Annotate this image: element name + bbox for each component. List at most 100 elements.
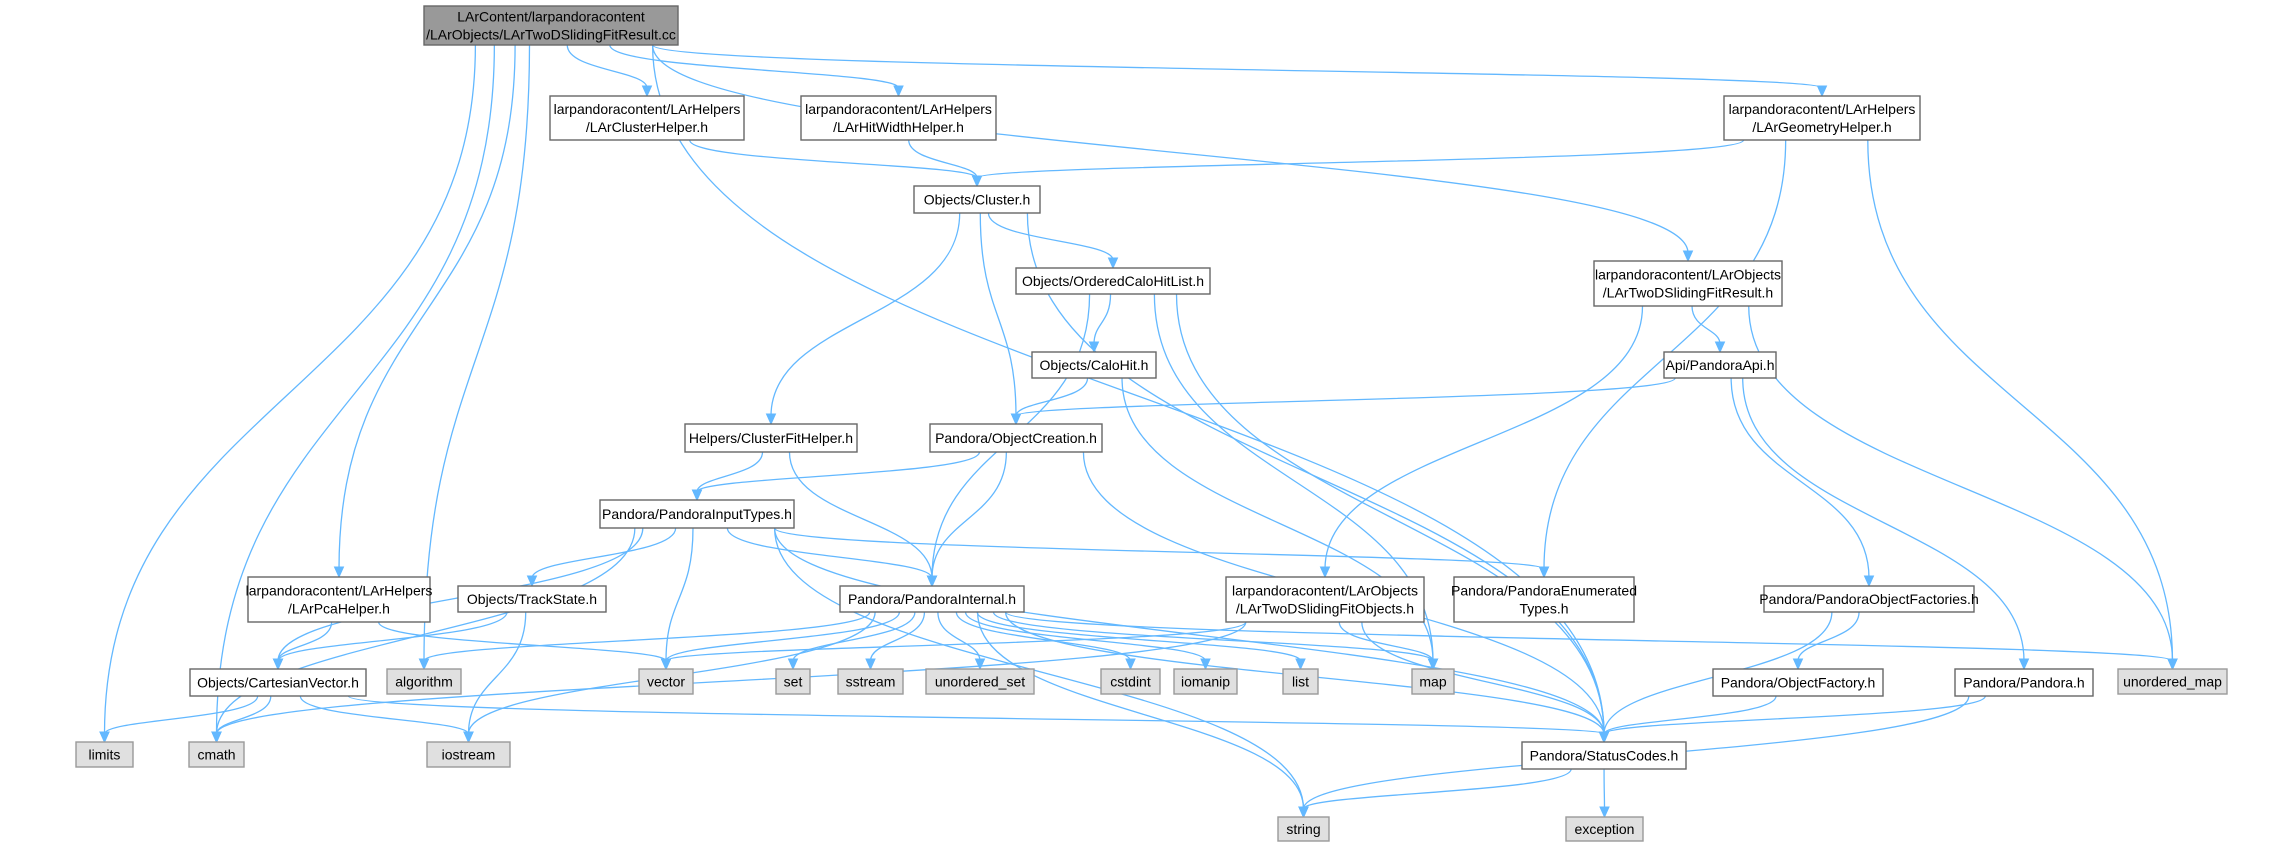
edge-pandoraInternal-to-sstream — [869, 611, 926, 662]
node-label: /LArTwoDSlidingFitResult.h — [1603, 285, 1773, 301]
node-hitWidthHelper[interactable]: larpandoracontent/LArHelpers/LArHitWidth… — [800, 95, 997, 141]
node-cmath[interactable]: cmath — [188, 741, 245, 768]
node-geometryHelper[interactable]: larpandoracontent/LArHelpers/LArGeometry… — [1723, 95, 1921, 141]
node-cartesianVector[interactable]: Objects/CartesianVector.h — [189, 668, 367, 697]
node-root[interactable]: LArContent/larpandoracontent/LArObjects/… — [423, 5, 679, 46]
node-pandoraApi[interactable]: Api/PandoraApi.h — [1663, 351, 1777, 379]
node-box — [2117, 668, 2228, 695]
node-clusterHelper[interactable]: larpandoracontent/LArHelpers/LArClusterH… — [549, 95, 745, 141]
node-box — [189, 668, 367, 697]
edge-pandoraInternal-to-algorithm — [423, 611, 871, 662]
edge-pandoraInternal-to-vector — [665, 611, 901, 662]
edge-root-to-slidingFitResult — [651, 44, 1689, 254]
node-iostream[interactable]: iostream — [426, 741, 511, 768]
node-orderedCaloHitList[interactable]: Objects/OrderedCaloHitList.h — [1015, 267, 1211, 295]
node-pandoraInternal[interactable]: Pandora/PandoraInternal.h — [839, 585, 1025, 613]
edge-arrowhead — [865, 658, 876, 671]
node-string[interactable]: string — [1277, 816, 1330, 842]
node-box — [775, 668, 811, 695]
edge-arrowhead — [1200, 658, 1211, 671]
edge-arrowhead — [787, 658, 799, 671]
node-caloHit[interactable]: Objects/CaloHit.h — [1031, 351, 1157, 379]
edges-layer — [99, 44, 2178, 819]
node-vector[interactable]: vector — [638, 668, 694, 695]
edge-arrowhead — [974, 658, 986, 671]
edge-pandoraApi-to-objectCreation — [1015, 377, 1676, 417]
node-label: larpandoracontent/LArHelpers — [246, 583, 433, 599]
node-sstream[interactable]: sstream — [837, 668, 904, 695]
node-label: Types.h — [1519, 601, 1568, 617]
node-box — [913, 185, 1041, 214]
node-cstdint[interactable]: cstdint — [1100, 668, 1161, 695]
node-label: Pandora/Pandora.h — [1963, 675, 2084, 691]
node-pcaHelper[interactable]: larpandoracontent/LArHelpers/LArPcaHelpe… — [246, 576, 433, 623]
node-box — [1173, 668, 1238, 695]
node-label: cmath — [197, 747, 235, 763]
edge-clusterFitHelper-to-pandoraInternal — [788, 451, 933, 579]
node-statusCodes[interactable]: Pandora/StatusCodes.h — [1521, 741, 1687, 770]
edge-slidingFitObjects-to-cmath — [215, 621, 1247, 735]
edge-caloHit-to-objectCreation — [1015, 377, 1089, 417]
node-box — [1031, 351, 1157, 379]
node-clusterFitHelper[interactable]: Helpers/ClusterFitHelper.h — [684, 423, 858, 453]
node-iomanip[interactable]: iomanip — [1173, 668, 1238, 695]
node-label: larpandoracontent/LArHelpers — [805, 101, 992, 117]
node-map[interactable]: map — [1411, 668, 1455, 695]
node-list[interactable]: list — [1282, 668, 1319, 695]
edge-arrowhead — [1599, 806, 1610, 819]
edge-arrowhead — [1538, 566, 1550, 579]
edge-trackState-to-iostream — [467, 611, 527, 735]
node-box — [1015, 267, 1211, 295]
node-box — [839, 585, 1025, 613]
node-label: Objects/OrderedCaloHitList.h — [1022, 273, 1204, 289]
node-box — [1593, 260, 1783, 307]
node-box — [1453, 576, 1635, 623]
edge-cartesianVector-to-iostream — [299, 695, 470, 735]
node-objectCreation[interactable]: Pandora/ObjectCreation.h — [929, 423, 1103, 453]
node-label: Api/PandoraApi.h — [1666, 357, 1775, 373]
edge-trackState-to-cartesianVector — [277, 611, 508, 662]
node-trackState[interactable]: Objects/TrackState.h — [457, 585, 607, 613]
edge-objectCreation-to-pandoraInternal — [931, 451, 1008, 579]
node-algorithm[interactable]: algorithm — [386, 668, 462, 695]
node-set[interactable]: set — [775, 668, 811, 695]
node-label: LArContent/larpandoracontent — [457, 9, 645, 25]
node-box — [638, 668, 694, 695]
node-label: Pandora/PandoraEnumerated — [1451, 583, 1637, 599]
edge-arrowhead — [2018, 658, 2030, 671]
edge-cluster-to-orderedCaloHitList — [987, 212, 1114, 261]
edge-inputTypes-to-cmath — [215, 527, 636, 735]
node-cluster[interactable]: Objects/Cluster.h — [913, 185, 1041, 214]
edge-arrowhead — [99, 731, 110, 744]
node-objectFactory[interactable]: Pandora/ObjectFactory.h — [1712, 668, 1884, 697]
node-box — [1763, 585, 1975, 613]
node-label: /LArTwoDSlidingFitObjects.h — [1236, 601, 1414, 617]
node-objectFactories[interactable]: Pandora/PandoraObjectFactories.h — [1759, 585, 1979, 613]
edge-arrowhead — [1816, 85, 1828, 98]
edge-cartesianVector-to-limits — [103, 695, 259, 735]
node-label: larpandoracontent/LArObjects — [1595, 267, 1781, 283]
node-unordered_set[interactable]: unordered_set — [925, 668, 1035, 695]
node-limits[interactable]: limits — [75, 741, 134, 768]
edge-hitWidthHelper-to-cluster — [908, 139, 978, 179]
node-box — [925, 668, 1035, 695]
edge-arrowhead — [641, 85, 653, 98]
node-pandora[interactable]: Pandora/Pandora.h — [1954, 668, 2094, 697]
edge-arrowhead — [418, 658, 430, 671]
node-slidingFitResult[interactable]: larpandoracontent/LArObjects/LArTwoDSlid… — [1593, 260, 1783, 307]
node-exception[interactable]: exception — [1565, 816, 1644, 842]
node-slidingFitObjects[interactable]: larpandoracontent/LArObjects/LArTwoDSlid… — [1225, 576, 1425, 623]
edge-arrowhead — [1088, 341, 1100, 354]
node-box — [1277, 816, 1330, 842]
node-box — [800, 95, 997, 141]
edge-arrowhead — [1682, 250, 1694, 263]
node-box — [423, 5, 679, 46]
node-box — [1282, 668, 1319, 695]
node-label: set — [784, 674, 803, 690]
node-inputTypes[interactable]: Pandora/PandoraInputTypes.h — [599, 499, 795, 529]
node-unordered_map[interactable]: unordered_map — [2117, 668, 2228, 695]
edge-root-to-limits — [103, 44, 477, 735]
edge-objectFactory-to-statusCodes — [1603, 695, 1777, 735]
edge-arrowhead — [1010, 413, 1022, 426]
